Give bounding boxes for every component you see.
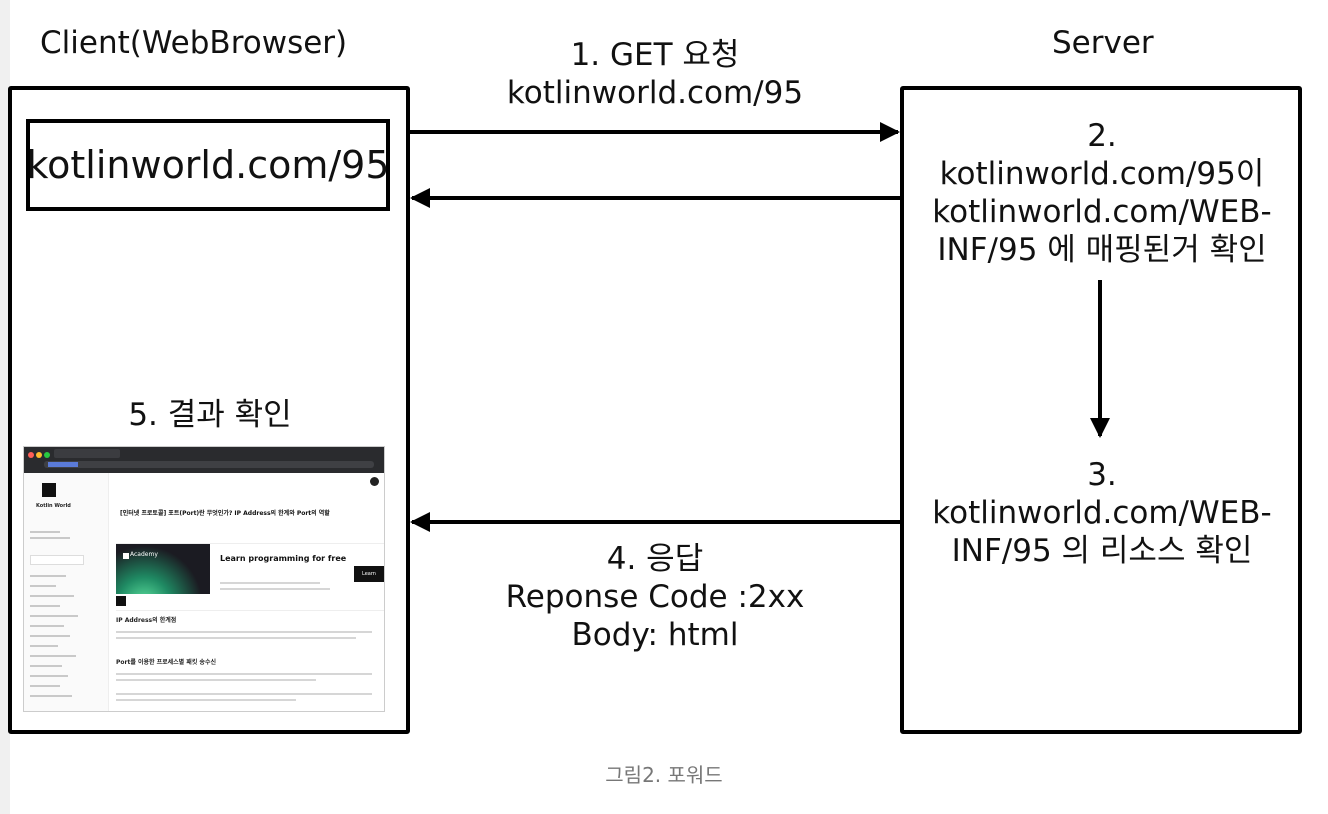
ad-brand-icon [116,596,126,606]
close-dot-icon [28,452,34,458]
step-response-line3: Body: html [571,617,739,653]
kotlin-logo-icon [42,483,56,497]
ad-banner: Academy Learn programming for free Learn [116,543,384,611]
step-mapping-line4: INF/95 에 매핑된거 확인 [937,232,1267,268]
blog-sidebar: Kotlin World [24,473,109,711]
browser-tab [54,449,120,458]
figure-caption: 그림2. 포워드 [605,763,723,787]
server-title: Server [1052,25,1154,61]
result-screenshot: Kotlin World [인터넷 프로토콜] 포트(Port)란 무엇인가? … [24,447,384,711]
step-mapping-label: 2. kotlinworld.com/95이 kotlinworld.com/W… [906,117,1298,269]
step-response-label: 4. 응답 Reponse Code :2xx Body: html [450,540,860,654]
url-text: kotlinworld.com/95 [26,143,390,187]
minimize-dot-icon [36,452,42,458]
jetbrains-logo-icon [123,553,129,559]
step-mapping-line1: 2. [1087,118,1117,154]
blog-site-name: Kotlin World [36,503,71,509]
sidebar-search [30,555,84,565]
client-title: Client(WebBrowser) [40,25,348,61]
ad-brand: Academy [130,551,158,558]
step-resource-line1: 3. [1087,457,1117,493]
step-request-line2: kotlinworld.com/95 [506,75,804,111]
step-resource-label: 3. kotlinworld.com/WEB- INF/95 의 리소스 확인 [906,456,1298,570]
plus-icon [370,477,379,486]
step-mapping-line3: kotlinworld.com/WEB- [932,194,1272,230]
step-resource-line3: INF/95 의 리소스 확인 [951,533,1253,569]
section-heading-1: IP Address의 한계점 [116,617,177,624]
step-request-line1: 1. GET 요청 [570,37,740,73]
url-bar-box: kotlinworld.com/95 [26,119,390,211]
step-mapping-line2: kotlinworld.com/95이 [939,156,1265,192]
browser-chrome [24,447,384,473]
ad-learn-button: Learn [354,566,384,582]
blog-post-title: [인터넷 프로토콜] 포트(Port)란 무엇인가? IP Address의 한… [120,510,330,517]
step-response-line2: Reponse Code :2xx [505,579,805,615]
section-heading-2: Port를 이용한 프로세스별 패킷 송수신 [116,659,216,666]
step-result-label: 5. 결과 확인 [128,397,292,433]
step-request-label: 1. GET 요청 kotlinworld.com/95 [450,36,860,112]
address-highlight [48,462,78,467]
ad-image [116,544,210,594]
step-response-line1: 4. 응답 [606,541,704,577]
ad-title: Learn programming for free [220,554,347,563]
left-edge-strip [0,0,10,814]
address-bar [44,461,374,468]
step-resource-line2: kotlinworld.com/WEB- [932,495,1272,531]
maximize-dot-icon [44,452,50,458]
